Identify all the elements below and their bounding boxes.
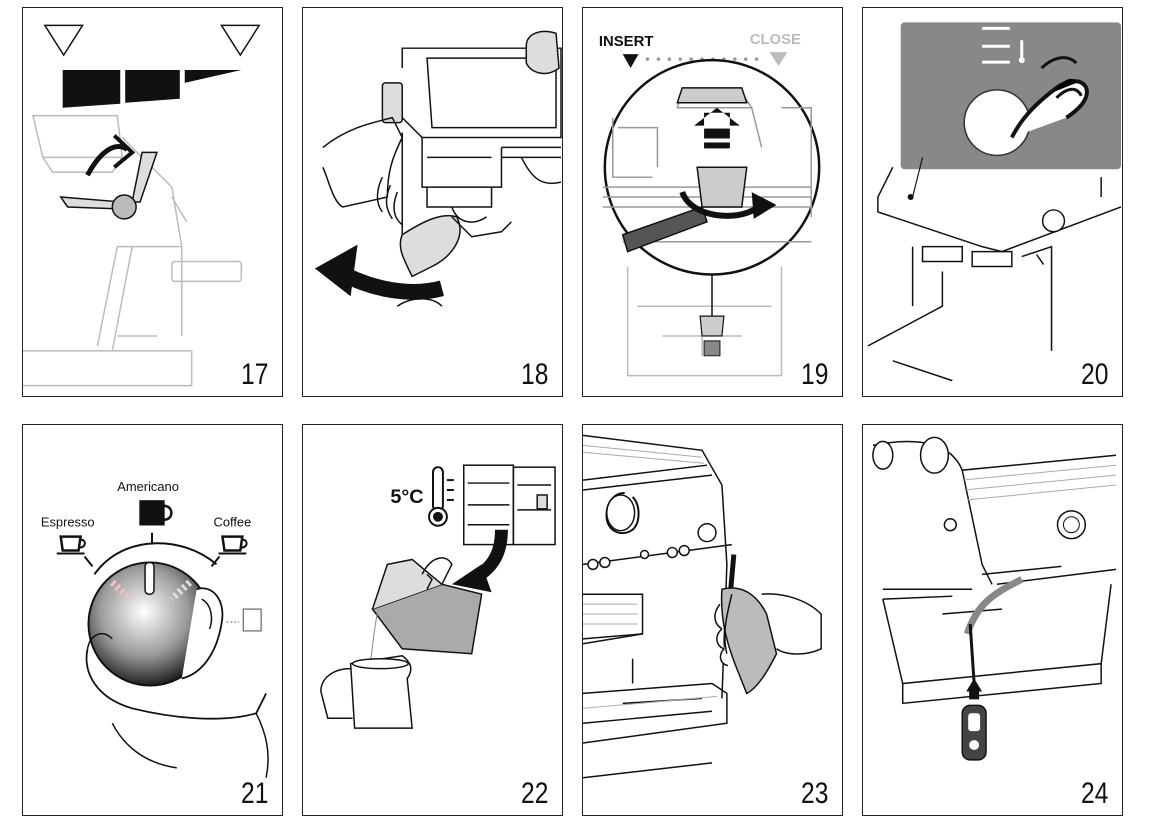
cloth	[720, 587, 778, 695]
portafilter-insert-illustration	[314, 30, 562, 307]
arrow-curve-icon	[85, 144, 129, 177]
triangle-left-icon	[43, 24, 84, 57]
close-label: CLOSE	[750, 32, 801, 48]
panel-number: 17	[240, 358, 268, 391]
preheat-button-illustration	[867, 22, 1122, 382]
thumb	[181, 587, 224, 680]
grinder-dose-illustration	[23, 24, 261, 387]
panel-22: 5°C 22	[302, 424, 563, 816]
steam-wand-purge-illustration	[583, 434, 822, 779]
panel-number: 24	[1080, 777, 1108, 810]
steam-wand	[963, 576, 1024, 636]
selector-dial-illustration: Americano Espresso Coffee	[41, 479, 269, 778]
panel-24: 24	[862, 424, 1123, 816]
steam-tip-cleaning-illustration	[872, 436, 1117, 761]
coffee-cup-icon	[221, 535, 244, 552]
panel-number: 23	[800, 777, 828, 810]
thermometer-icon	[432, 466, 444, 512]
portafilter-lock-illustration: INSERT CLOSE	[599, 32, 821, 377]
americano-label: Americano	[117, 479, 179, 494]
steam-knob	[1041, 209, 1066, 233]
panel-20: 20	[862, 7, 1123, 397]
americano-cup-icon	[139, 500, 165, 526]
refrigerator-icon	[463, 464, 556, 546]
steam-icon	[242, 608, 262, 632]
espresso-cup-icon	[59, 535, 82, 552]
panel-number: 18	[520, 358, 548, 391]
milk-carton	[371, 583, 483, 655]
panel-number: 22	[520, 777, 548, 810]
triangle-right-icon	[220, 24, 261, 57]
panel-21: Americano Espresso Coffee 21	[22, 424, 283, 816]
grind-dial	[111, 194, 137, 220]
panel-18: 18	[302, 7, 563, 397]
arrow-up-icon	[966, 678, 983, 692]
temperature-label: 5°C	[390, 486, 423, 508]
dose-bar-medium	[125, 70, 180, 103]
panel-19: INSERT CLOSE	[582, 7, 843, 397]
close-marker-icon	[769, 52, 788, 67]
coffee-label: Coffee	[214, 515, 252, 530]
panel-number: 19	[800, 358, 828, 391]
milk-jug	[349, 654, 413, 729]
arrow-up-icon	[694, 107, 740, 126]
panel-number: 21	[240, 777, 268, 810]
panel-23: 23	[582, 424, 843, 816]
portafilter-handle	[621, 206, 708, 253]
portafilter-basket	[696, 166, 748, 208]
steam-knob	[697, 522, 717, 543]
panel-number: 20	[1080, 358, 1108, 391]
dose-bar-large	[62, 70, 121, 108]
espresso-label: Espresso	[41, 515, 95, 530]
insert-label: INSERT	[599, 34, 654, 50]
insert-marker-icon	[622, 54, 639, 69]
panel-17: 17	[22, 7, 283, 397]
dose-bar-small	[184, 70, 242, 83]
grind-lever	[131, 151, 159, 203]
cold-milk-illustration: 5°C	[320, 464, 556, 729]
